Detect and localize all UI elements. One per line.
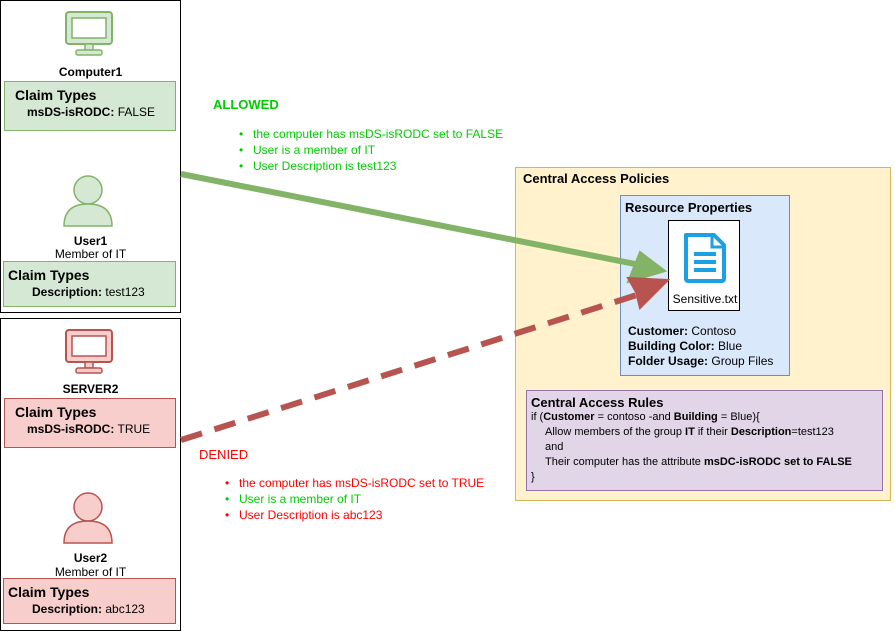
claim-key: msDS-isRODC: [27, 422, 115, 436]
file-name: Sensitive.txt [672, 292, 738, 306]
user2-group: Member of IT [54, 565, 127, 579]
server2-name: SERVER2 [62, 382, 119, 396]
rule-text: = contoso -and [594, 411, 674, 423]
allowed-conditions: the computer has msDS-isRODC set to FALS… [233, 126, 533, 174]
rule-line: and [545, 441, 564, 453]
computer-icon [65, 11, 113, 56]
rule-text: Their computer has the attribute [545, 456, 704, 468]
claim-types-title: Claim Types [15, 87, 97, 103]
claim-value: test123 [105, 285, 145, 299]
property-value: Group Files [711, 354, 774, 368]
user-icon [63, 492, 113, 544]
rule-text: Customer [543, 411, 595, 423]
denied-arrowhead [626, 276, 671, 310]
rule-text: IT [685, 426, 695, 438]
claim-types-title: Claim Types [8, 267, 90, 283]
denied-condition: the computer has msDS-isRODC set to TRUE [219, 475, 519, 491]
claim-key: msDS-isRODC: [27, 105, 115, 119]
denied-arrow-line [180, 291, 641, 443]
denied-condition: User Description is abc123 [219, 507, 519, 523]
allowed-condition: the computer has msDS-isRODC set to FALS… [233, 126, 533, 142]
resource-properties-title: Resource Properties [625, 200, 753, 215]
computer1-name: Computer1 [58, 65, 123, 79]
user2-claim-types: Claim Types Description: abc123 [3, 578, 176, 624]
claim-types-title: Claim Types [15, 404, 97, 420]
denied-conditions: the computer has msDS-isRODC set to TRUE… [219, 475, 519, 523]
claim-key: Description: [32, 285, 103, 299]
sensitive-file[interactable]: Sensitive.txt [668, 220, 740, 311]
allowed-arrow-line [180, 171, 641, 268]
claim-key: Description: [32, 602, 103, 616]
rule-text: if ( [531, 411, 544, 423]
rule-line: if (Customer = contoso -and Building = B… [531, 410, 878, 425]
user2-name: User2 [73, 551, 108, 565]
rule-text: msDC-isRODC set to FALSE [703, 456, 852, 468]
denied-condition: User is a member of IT [219, 491, 519, 507]
computer1-claim-types: Claim Types msDS-isRODC: FALSE [4, 81, 176, 131]
allowed-condition: User Description is test123 [233, 158, 533, 174]
document-icon [684, 233, 726, 283]
rule-line: Allow members of the group IT if their D… [531, 425, 878, 440]
allowed-label: ALLOWED [213, 97, 279, 112]
rule-line: Their computer has the attribute msDC-is… [531, 455, 878, 470]
user1-claim-types: Claim Types Description: test123 [3, 261, 176, 307]
rule-text: Allow members of the group [545, 426, 686, 438]
rule-line: } [531, 471, 535, 483]
rule-text: if their [694, 426, 731, 438]
claim-value: FALSE [117, 105, 156, 119]
allowed-condition: User is a member of IT [233, 142, 533, 158]
rules-title: Central Access Rules [531, 395, 664, 410]
server2-claim-types: Claim Types msDS-isRODC: TRUE [4, 398, 176, 448]
rule-text: Description [730, 426, 792, 438]
property-key: Customer: [628, 324, 689, 338]
user1-name: User1 [73, 234, 108, 248]
rule-text: Building [673, 411, 718, 423]
rule-text: = Blue){ [717, 411, 760, 423]
server-icon [65, 329, 113, 374]
user-icon [63, 175, 113, 227]
resource-properties: Resource Properties Customer: Contoso Bu… [620, 195, 790, 376]
central-access-rules: Central Access Rules if (Customer = cont… [526, 390, 883, 491]
resource-property-list: Customer: Contoso Building Color: Blue F… [628, 324, 773, 369]
property-value: Blue [718, 339, 743, 353]
denied-label: DENIED [199, 447, 249, 462]
property-key: Folder Usage: [628, 354, 709, 368]
policies-title: Central Access Policies [523, 171, 670, 186]
user1-group: Member of IT [54, 247, 127, 261]
claim-value: TRUE [117, 422, 151, 436]
claim-types-title: Claim Types [8, 584, 90, 600]
property-key: Building Color: [628, 339, 715, 353]
property-value: Contoso [691, 324, 737, 338]
rule-text: =test123 [791, 426, 834, 438]
claim-value: abc123 [105, 602, 145, 616]
